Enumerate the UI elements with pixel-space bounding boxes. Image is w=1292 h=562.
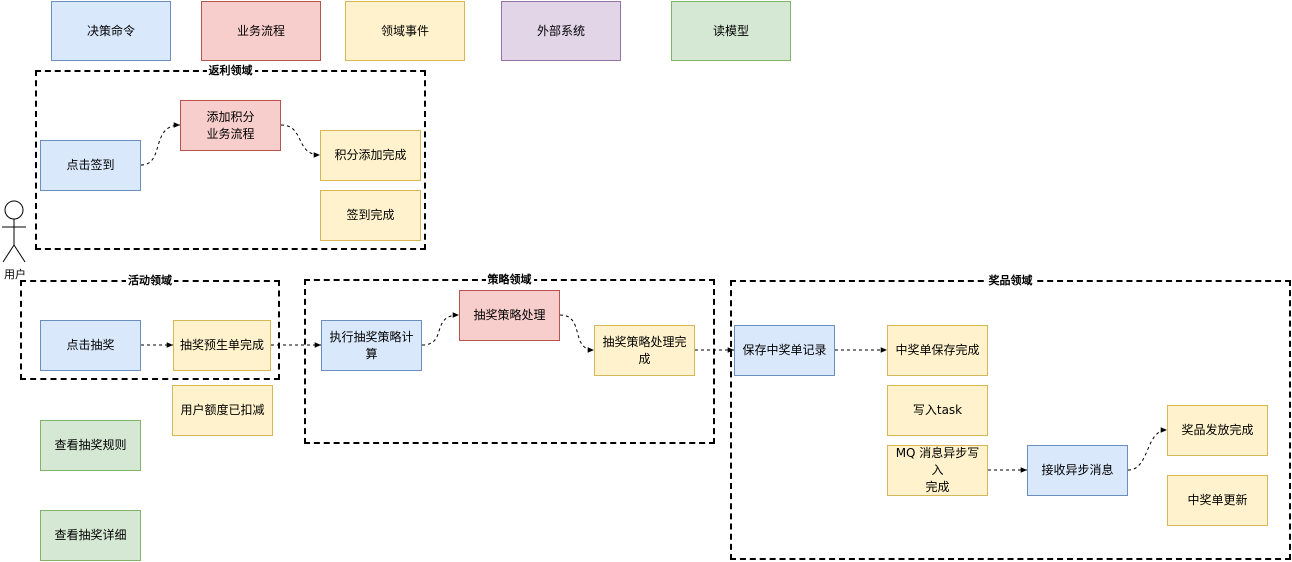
group-award-domain: 奖品领域	[730, 274, 1291, 560]
exec-strategy-command: 执行抽奖策略计算	[321, 320, 422, 371]
arrow-signin-to-addpoints	[140, 122, 181, 166]
group-strategy-domain: 策略领域	[304, 273, 715, 444]
actor-label: 用户	[4, 268, 26, 281]
group-title: 奖品领域	[986, 274, 1035, 287]
add-points-process: 添加积分 业务流程	[180, 100, 281, 151]
group-title: 返利领域	[206, 64, 255, 77]
order-updated-event: 中奖单更新	[1167, 475, 1268, 526]
arrow-receive-to-issued	[1127, 427, 1168, 471]
legend-read-model: 读模型	[671, 1, 791, 61]
arrow-addpoints-to-pointsadded	[280, 124, 321, 158]
award-issued-event: 奖品发放完成	[1167, 405, 1268, 456]
strategy-done-event: 抽奖策略处理完成	[594, 325, 695, 376]
group-rebate-domain: 返利领域	[35, 64, 426, 250]
quota-deducted-event: 用户额度已扣减	[172, 385, 273, 436]
sign-in-command: 点击签到	[40, 140, 141, 191]
view-details-read-model: 查看抽奖详细	[40, 510, 141, 561]
strategy-process: 抽奖策略处理	[459, 290, 560, 341]
legend-process: 业务流程	[201, 1, 321, 61]
receive-async-command: 接收异步消息	[1027, 445, 1128, 496]
view-rules-read-model: 查看抽奖规则	[40, 420, 141, 471]
click-draw-command: 点击抽奖	[40, 320, 141, 371]
mq-written-event: MQ 消息异步写入 完成	[887, 445, 988, 496]
write-task-event: 写入task	[887, 385, 988, 436]
group-title: 策略领域	[485, 273, 534, 286]
pre-order-done-event: 抽奖预生单完成	[173, 320, 271, 371]
points-added-event: 积分添加完成	[320, 130, 421, 181]
legend-external: 外部系统	[501, 1, 621, 61]
save-record-command: 保存中奖单记录	[734, 325, 835, 376]
legend-command: 决策命令	[51, 1, 171, 61]
arrow-exec-to-strategy	[421, 312, 460, 346]
group-title: 活动领域	[126, 274, 174, 287]
user-actor-icon	[2, 200, 26, 263]
group-activity-domain: 活动领域	[20, 274, 280, 380]
arrow-strategy-to-done	[559, 314, 595, 353]
order-saved-event: 中奖单保存完成	[887, 325, 988, 376]
legend-event: 领域事件	[345, 1, 465, 61]
sign-in-done-event: 签到完成	[320, 190, 421, 241]
